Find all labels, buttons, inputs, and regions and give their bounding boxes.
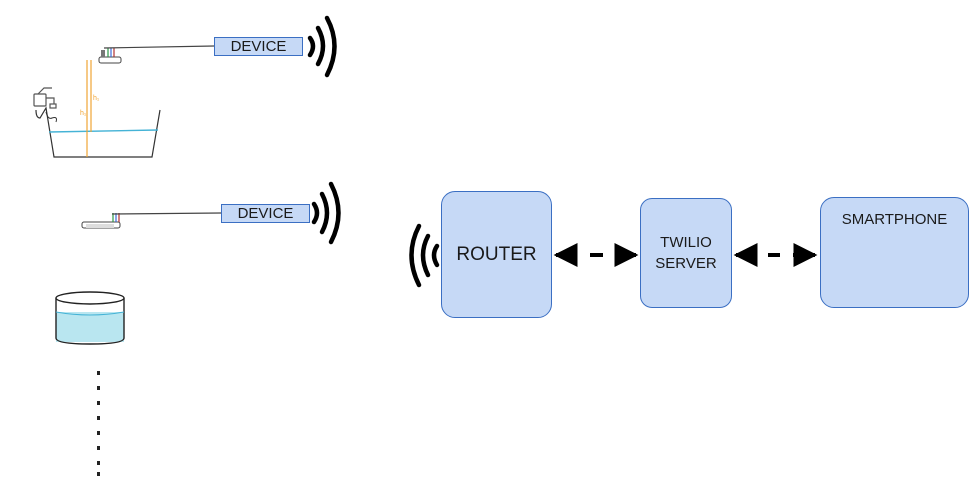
twilio-server-box: TWILIO SERVER bbox=[640, 198, 732, 308]
device-2-label: DEVICE bbox=[237, 205, 294, 222]
more-devices-ellipsis bbox=[97, 371, 100, 476]
faucet-icon bbox=[33, 87, 57, 109]
wifi-waves-icon bbox=[307, 15, 337, 78]
device-cable bbox=[111, 212, 222, 215]
device-2-box: DEVICE bbox=[221, 204, 310, 223]
device-1-box: DEVICE bbox=[214, 37, 303, 56]
wifi-waves-icon bbox=[409, 223, 440, 288]
tank-basin-illustration: h₁ h₁ bbox=[33, 45, 215, 158]
twilio-label-line1: TWILIO bbox=[660, 234, 712, 251]
router-box: ROUTER bbox=[441, 191, 552, 318]
svg-text:h₁: h₁ bbox=[80, 110, 87, 117]
basin-outline bbox=[35, 106, 161, 158]
svg-text:h₁: h₁ bbox=[93, 95, 100, 102]
device-cable bbox=[103, 45, 215, 49]
twilio-label-line2: SERVER bbox=[655, 255, 717, 272]
sensor-2-illustration bbox=[81, 212, 222, 229]
device-1-label: DEVICE bbox=[230, 38, 287, 55]
smartphone-box: SMARTPHONE bbox=[820, 197, 969, 308]
ultrasonic-sensor-icon bbox=[98, 48, 122, 64]
twilio-server-label: TWILIO SERVER bbox=[641, 232, 731, 274]
wifi-waves-icon bbox=[311, 181, 341, 245]
smartphone-label: SMARTPHONE bbox=[841, 211, 948, 228]
water-container-illustration bbox=[55, 291, 125, 345]
router-label: ROUTER bbox=[456, 243, 537, 265]
water-level-line bbox=[48, 129, 159, 133]
